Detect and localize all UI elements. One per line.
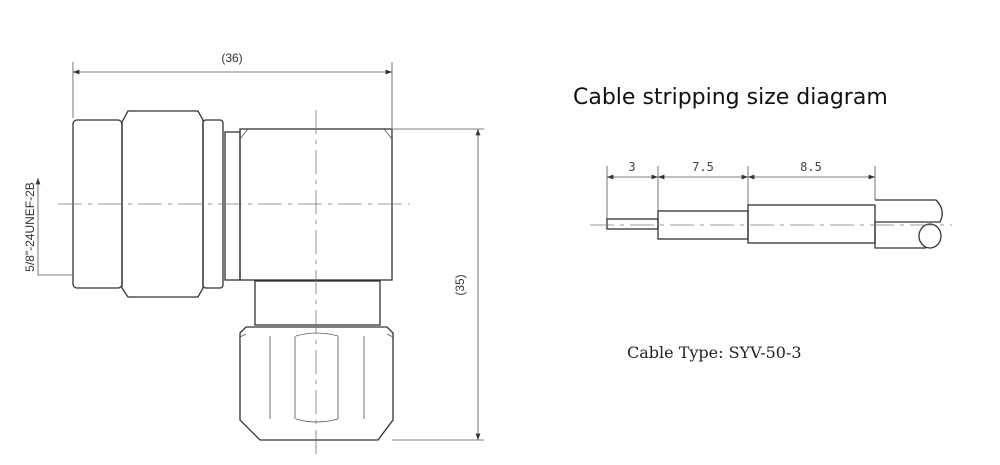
width-dimension-label: (36) bbox=[221, 51, 242, 65]
segment-label-braid: 8.5 bbox=[800, 160, 822, 174]
neck bbox=[224, 131, 241, 281]
stripping-diagram-title: Cable stripping size diagram bbox=[573, 85, 888, 110]
segment-label-dielectric: 7.5 bbox=[692, 160, 714, 174]
jacket-cross-section bbox=[918, 223, 942, 249]
thread-leader-line bbox=[35, 178, 73, 276]
segment-label-conductor: 3 bbox=[628, 160, 635, 174]
outer-jacket bbox=[874, 199, 943, 249]
thread-label: 5/8"-24UNEF-2B bbox=[23, 182, 37, 272]
connector-drawing: (36) (35) 5/8"-24UNEF-2B bbox=[23, 51, 484, 460]
body-chamfer bbox=[239, 128, 393, 140]
inner-conductor bbox=[606, 218, 659, 230]
cable-type-label: Cable Type: SYV-50-3 bbox=[627, 343, 802, 362]
knurled-coupling-nut bbox=[121, 110, 204, 298]
braid-shield bbox=[747, 204, 876, 244]
height-dimension-label: (35) bbox=[453, 274, 467, 295]
cable-stripping-diagram: 3 7.5 8.5 bbox=[590, 160, 952, 249]
cable-nut bbox=[239, 326, 394, 441]
lower-neck bbox=[254, 280, 381, 326]
cable-nut-facets bbox=[239, 332, 394, 423]
